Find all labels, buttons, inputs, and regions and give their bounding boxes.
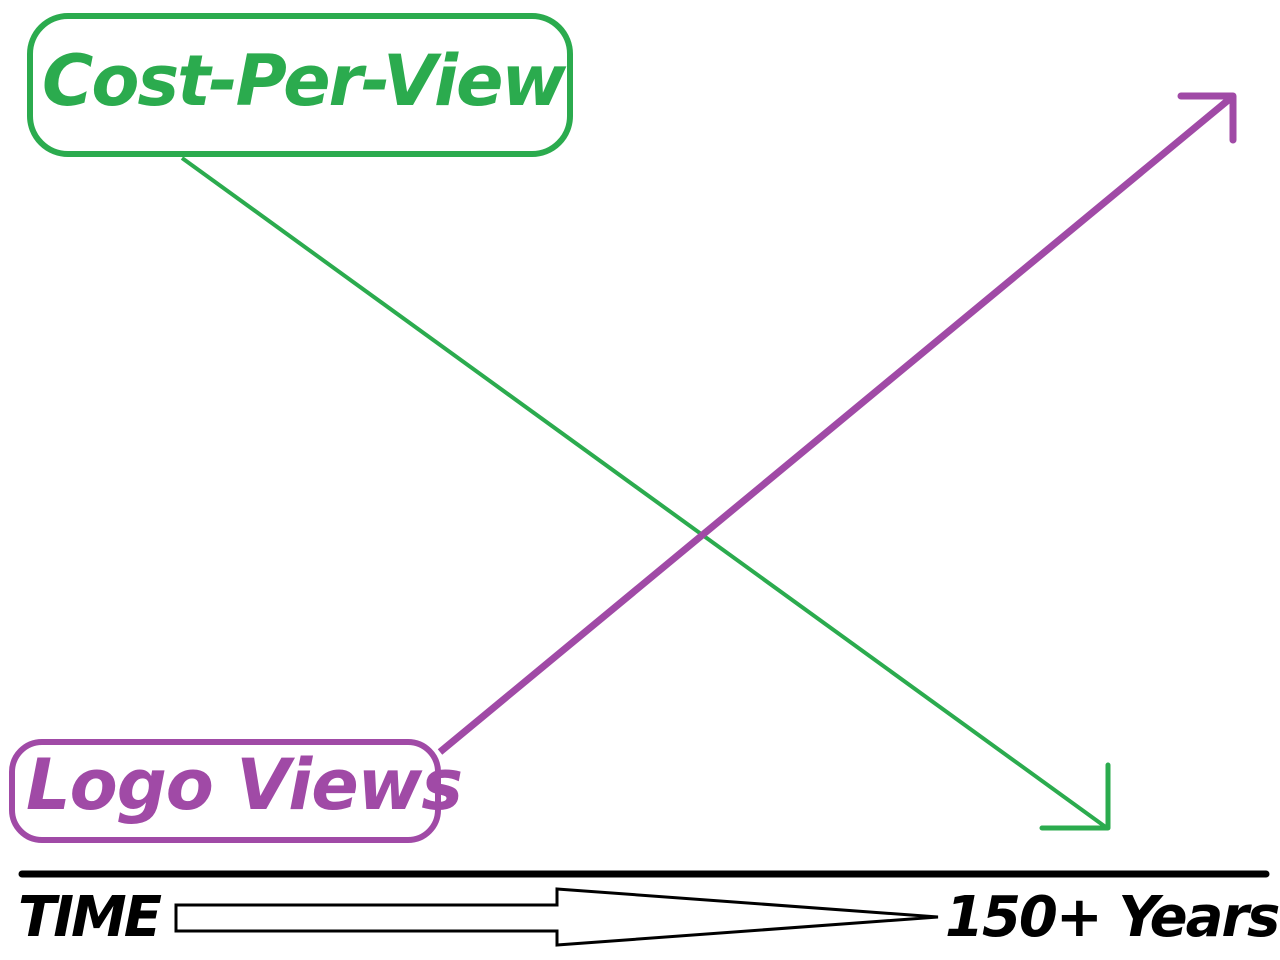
time-axis-start-label: TIME [18, 885, 162, 950]
logo-views-arrowhead-icon [1177, 92, 1237, 144]
time-axis-end-label: 150+ Years [945, 885, 1280, 950]
logo-views-bubble [9, 739, 441, 843]
cost-per-view-trend-line [180, 156, 1109, 830]
logo-views-trend-line [437, 94, 1235, 755]
cost-per-view-bubble [27, 13, 573, 157]
time-arrow-icon [174, 887, 939, 947]
logo-views-label: Logo Views [26, 744, 463, 826]
cost-per-view-label: Cost-Per-View [42, 40, 566, 122]
cost-per-view-arrowhead-icon [1039, 762, 1111, 831]
